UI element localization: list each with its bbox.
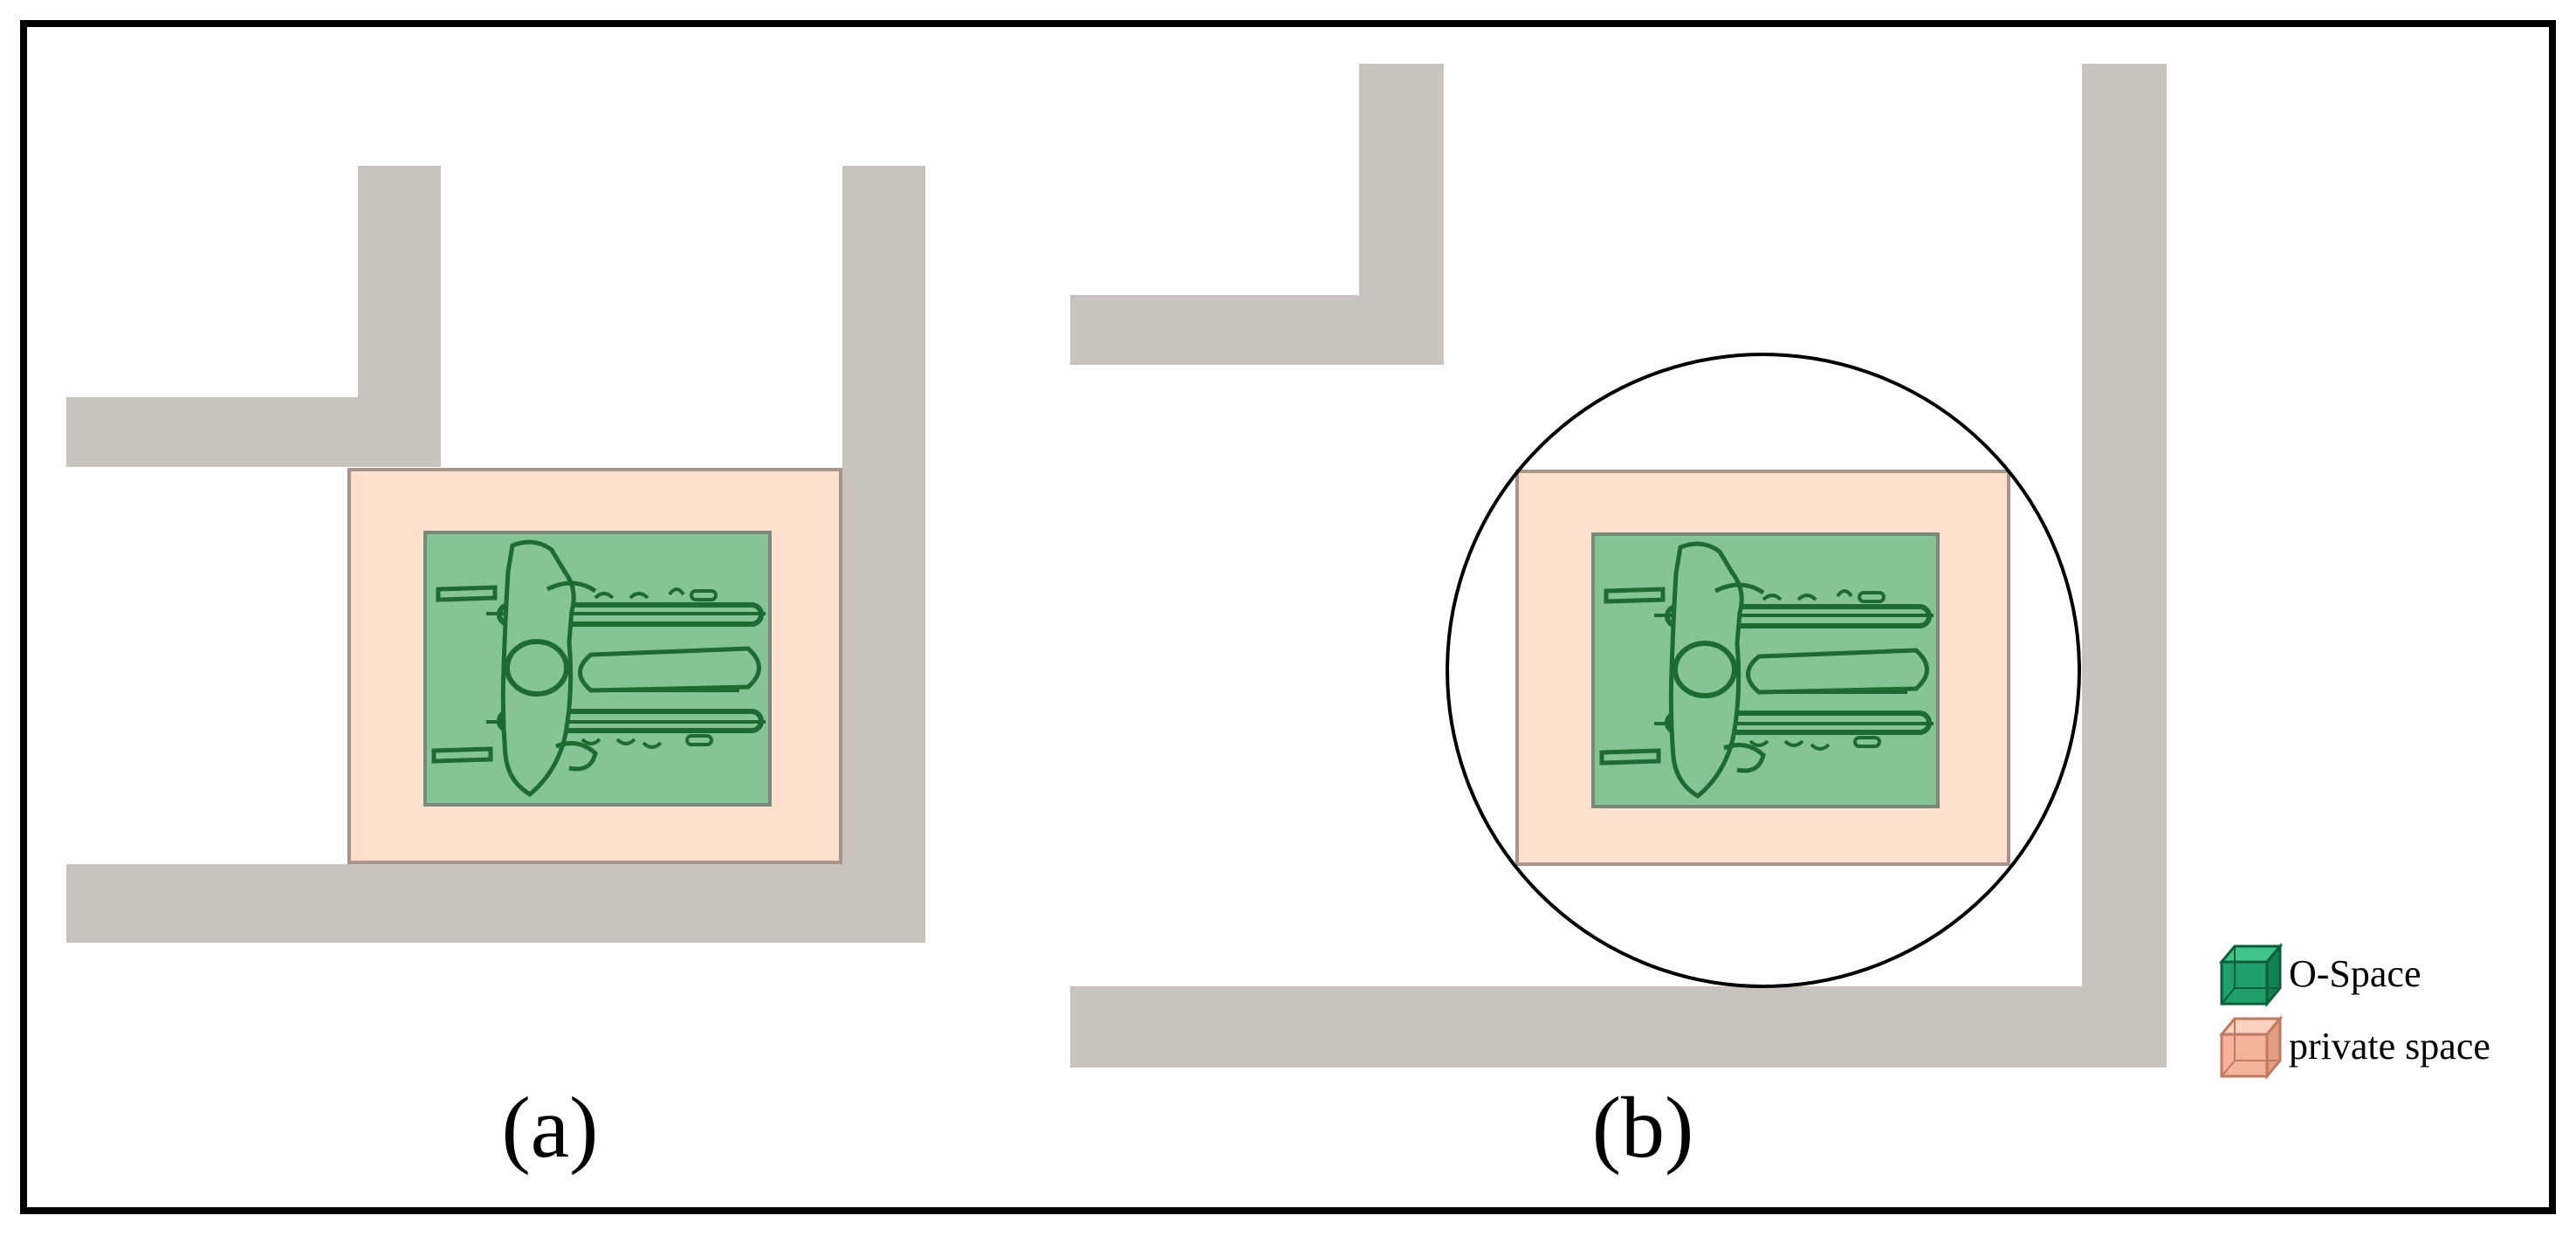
green-cube-icon [2218,942,2284,1008]
panel-caption-a: (a) [502,1079,599,1176]
peach-cube-icon [2218,1014,2284,1081]
wall [1070,986,2167,1068]
wall [66,397,441,467]
legend-label-private-space: private space [2289,1025,2490,1068]
panel-a: (a) [66,166,925,1176]
wall [2082,64,2167,1068]
turning-circle [1446,353,2081,988]
wall [842,166,925,943]
wall [1070,295,1444,365]
legend-label-o-space: O-Space [2289,952,2421,995]
wall [66,864,925,943]
legend: O-Space private space [2218,942,2490,1081]
figure-frame [20,20,2556,1214]
panel-b: (b) [1070,64,2167,1176]
panel-caption-b: (b) [1592,1079,1694,1176]
